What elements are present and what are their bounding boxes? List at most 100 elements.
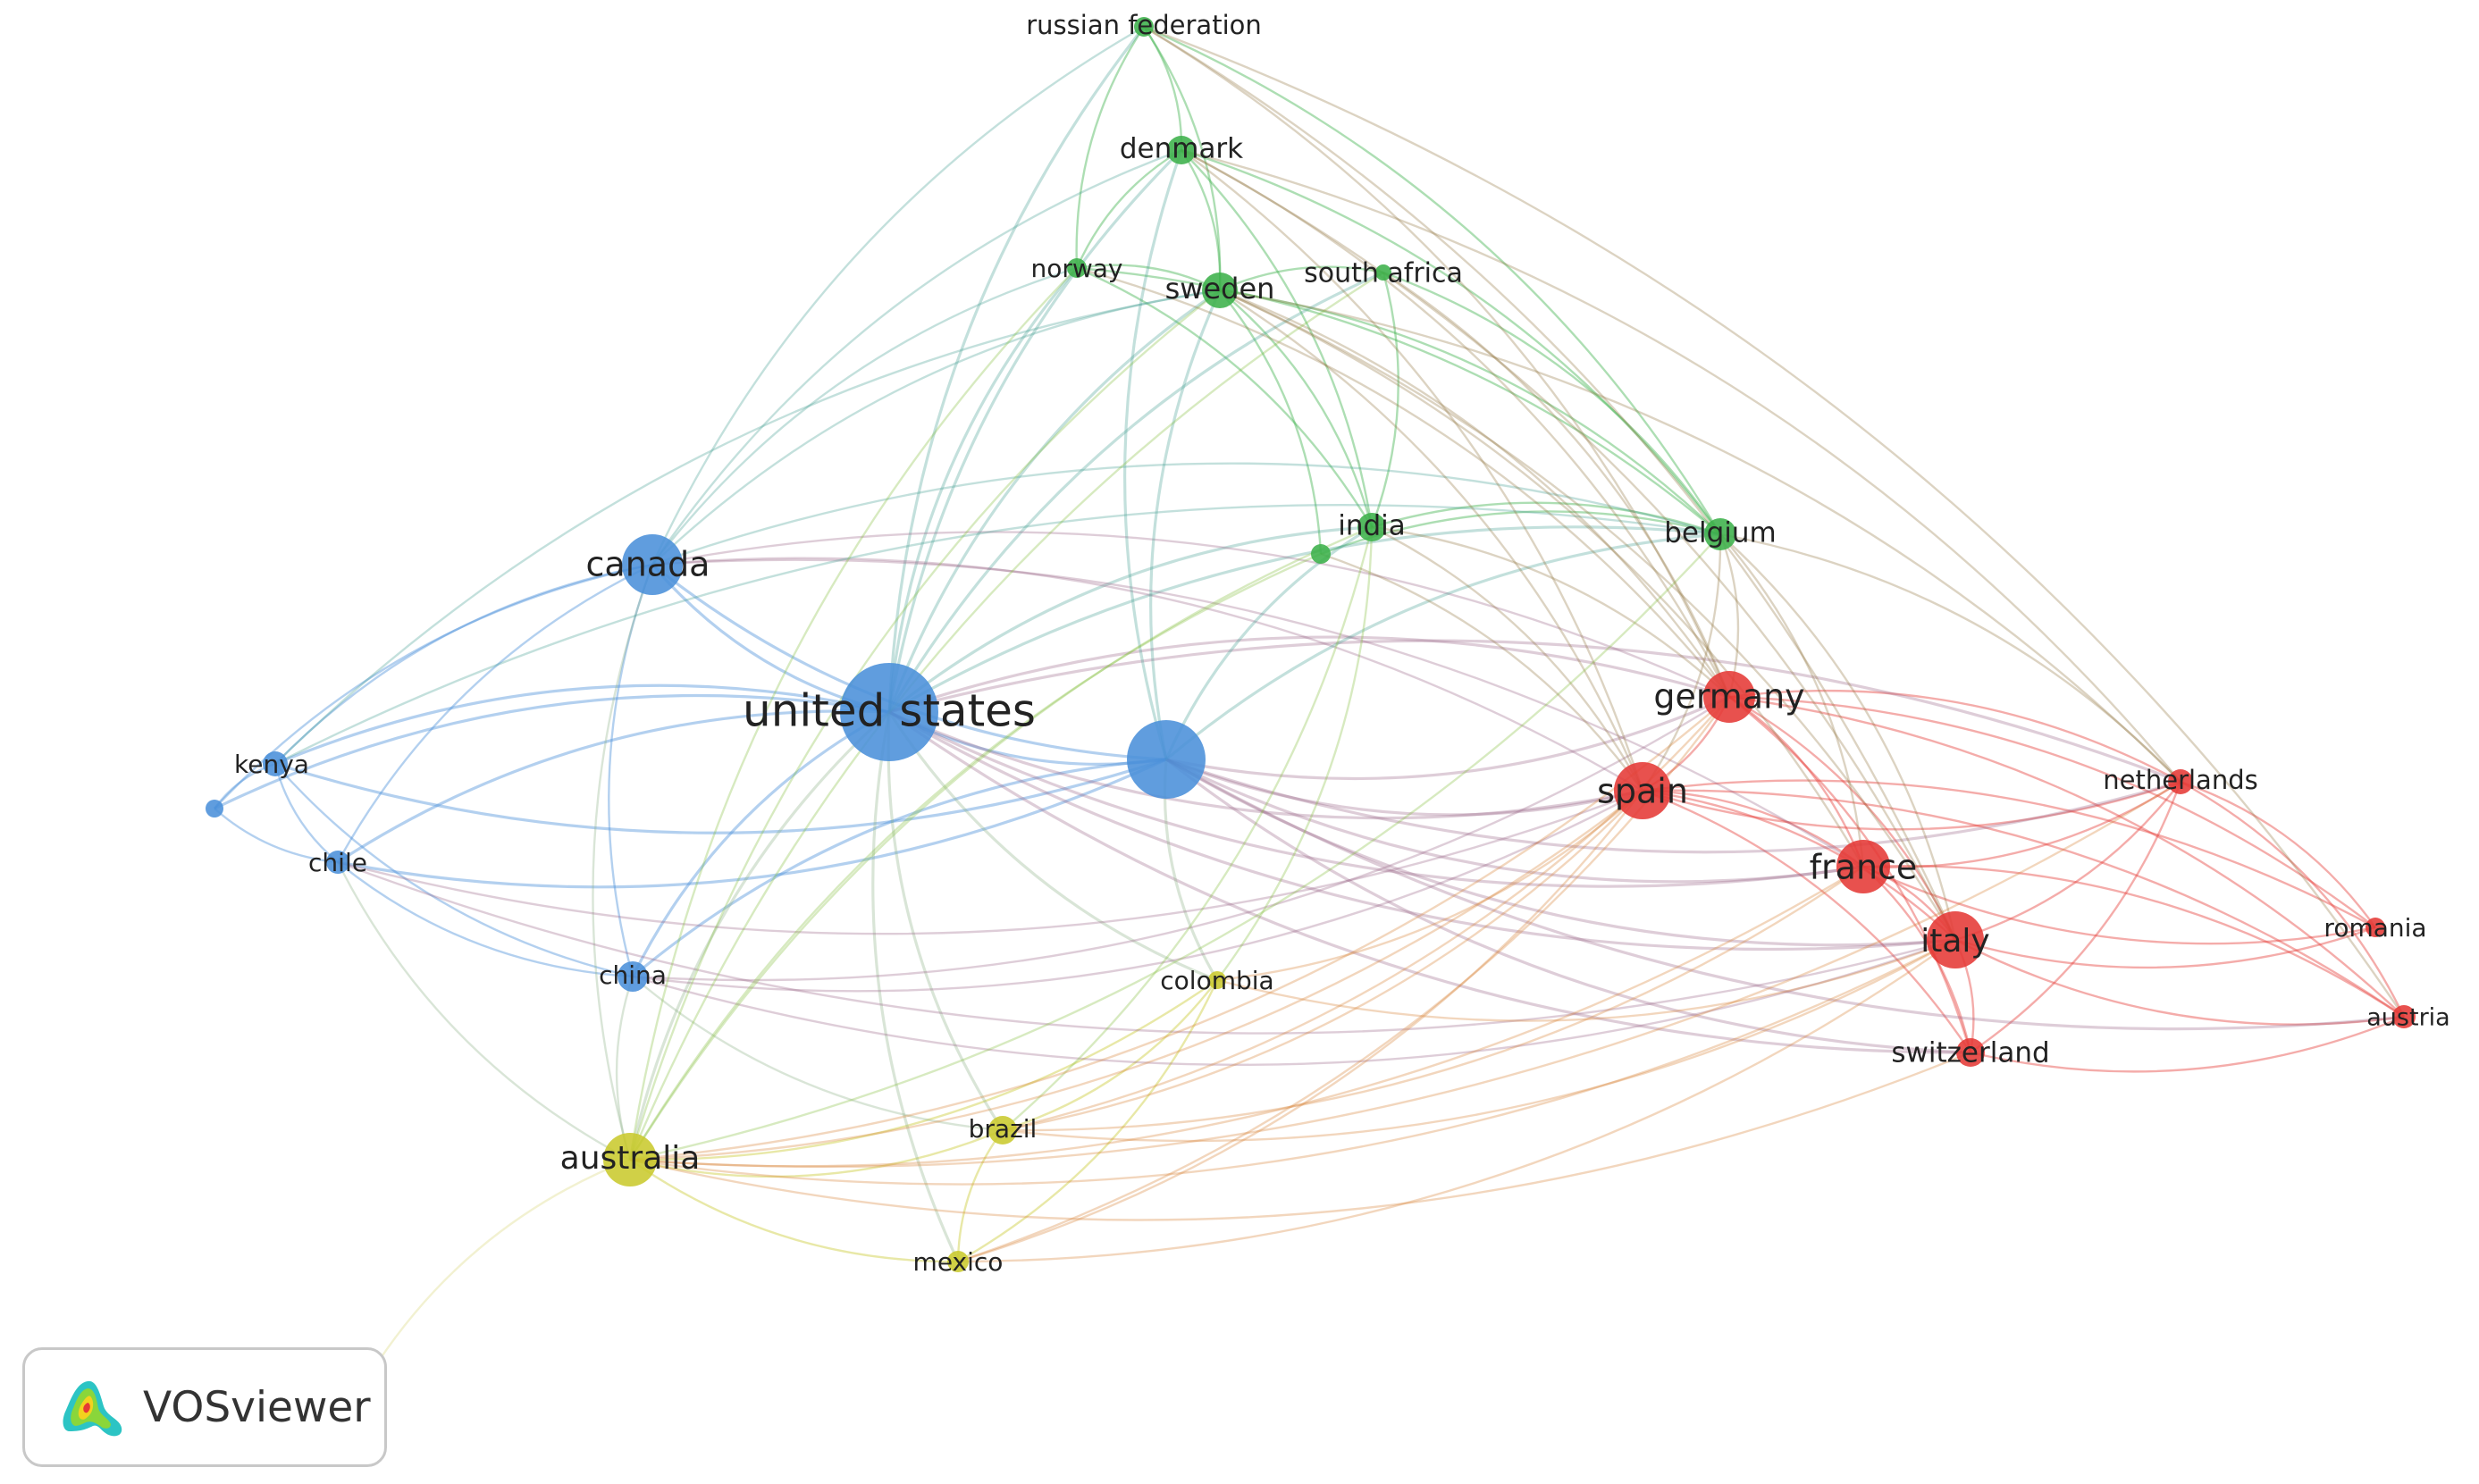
link-bluebig-spain xyxy=(1165,758,1643,817)
node-italy[interactable] xyxy=(1927,911,1984,968)
link-italy-brazil xyxy=(1002,938,1956,1143)
node-russia[interactable] xyxy=(1134,17,1154,37)
link-switzerland-spain xyxy=(1642,789,1971,1053)
link-bluebig-germany xyxy=(1165,695,1730,781)
node-bluebig[interactable] xyxy=(1127,720,1206,799)
link-brazil-mexico xyxy=(956,1129,1004,1262)
node-spain[interactable] xyxy=(1614,762,1671,819)
link-india-australia xyxy=(628,525,1373,1161)
link-germany-france xyxy=(1728,696,1865,868)
node-netherlands[interactable] xyxy=(2168,769,2193,794)
node-mexico[interactable] xyxy=(947,1251,969,1272)
link-us-india xyxy=(887,525,1373,714)
link-italy-colombia xyxy=(1216,938,1956,1022)
node-label-southafrica: south africa xyxy=(1304,258,1463,289)
link-norway-india xyxy=(1076,266,1374,528)
node-label-colombia: colombia xyxy=(1160,966,1273,995)
link-southafrica-germany xyxy=(1382,271,1731,698)
node-sweden[interactable] xyxy=(1202,272,1238,308)
link-spain-romania xyxy=(1642,779,2376,929)
node-france[interactable] xyxy=(1836,840,1890,893)
node-label-spain: spain xyxy=(1597,772,1688,811)
link-mexico-colombia xyxy=(957,979,1219,1263)
link-canada-norway xyxy=(651,266,1078,566)
link-kenya-chile xyxy=(273,763,339,863)
link-us-italy xyxy=(888,710,1956,952)
link-us-brazil xyxy=(887,711,1004,1131)
link-canada-denmark xyxy=(651,148,1182,566)
link-australia-brazil xyxy=(629,1128,1004,1178)
node-label-netherlands: netherlands xyxy=(2103,765,2257,795)
node-label-australia: australia xyxy=(560,1140,701,1177)
link-belgium-france xyxy=(1719,533,1865,868)
link-canada-russia xyxy=(651,25,1145,566)
node-denmark[interactable] xyxy=(1167,136,1196,164)
link-kenya-china xyxy=(274,763,634,978)
link-france-netherlands xyxy=(1862,780,2181,868)
link-netherlands-romania xyxy=(2180,780,2376,928)
node-norway[interactable] xyxy=(1067,258,1087,278)
node-us[interactable] xyxy=(840,663,938,761)
link-china-italy xyxy=(632,938,1956,1066)
link-chile-italy xyxy=(337,860,1956,1035)
node-chile[interactable] xyxy=(326,851,349,874)
link-russia-belgium xyxy=(1143,25,1722,535)
link-sweden-netherlands xyxy=(1219,289,2181,783)
link-france-romania xyxy=(1862,865,2376,945)
link-layer xyxy=(214,25,2406,1370)
link-india-spain xyxy=(1371,525,1644,792)
link-greensmall-spain xyxy=(1320,552,1643,792)
node-label-russia: russian federation xyxy=(1026,10,1262,40)
node-china[interactable] xyxy=(618,961,648,992)
link-us-sweden xyxy=(887,289,1221,713)
link-bluebig-netherlands xyxy=(1165,758,2181,854)
link-bluebig-switzerland xyxy=(1165,758,1971,1054)
node-kenya[interactable] xyxy=(263,751,288,776)
link-belgium-spain xyxy=(1642,533,1722,792)
node-label-italy: italy xyxy=(1920,923,1989,960)
link-us-australia xyxy=(628,710,891,1161)
node-switzerland[interactable] xyxy=(1956,1038,1985,1067)
node-colombia[interactable] xyxy=(1208,971,1226,989)
link-italy-romania xyxy=(1954,926,2376,969)
node-label-us: united states xyxy=(743,685,1036,737)
node-label-switzerland: switzerland xyxy=(1891,1037,2049,1069)
link-canada-spain xyxy=(651,557,1643,792)
link-brazil-colombia xyxy=(1002,979,1218,1132)
link-india-brazil xyxy=(1002,526,1374,1131)
link-us-denmark xyxy=(887,148,1183,713)
link-india-belgium xyxy=(1371,501,1721,536)
node-label-mexico: mexico xyxy=(913,1247,1004,1277)
node-romania[interactable] xyxy=(2366,918,2385,937)
link-bluebig-denmark xyxy=(1123,149,1183,760)
link-us-belgium xyxy=(888,525,1721,714)
node-label-canada: canada xyxy=(586,545,710,584)
node-germany[interactable] xyxy=(1703,671,1755,723)
link-spain-colombia xyxy=(1216,790,1643,982)
node-label-france: france xyxy=(1810,848,1918,887)
node-southafrica[interactable] xyxy=(1375,264,1391,281)
link-germany-italy xyxy=(1728,695,1957,941)
node-greensmall[interactable] xyxy=(1311,544,1331,564)
link-russia-germany xyxy=(1143,25,1731,698)
node-canada[interactable] xyxy=(622,534,683,595)
link-us-russia xyxy=(887,26,1146,713)
node-australia[interactable] xyxy=(603,1133,657,1186)
node-belgium[interactable] xyxy=(1704,518,1736,550)
link-sweden-spain xyxy=(1219,289,1644,792)
link-france-australia xyxy=(629,865,1864,1168)
node-austria[interactable] xyxy=(2392,1005,2416,1028)
node-india[interactable] xyxy=(1357,513,1386,541)
link-bluebig-austria xyxy=(1165,758,2405,1031)
vosviewer-logo-icon xyxy=(63,1380,122,1437)
link-spain-france xyxy=(1642,789,1864,868)
link-germany-austria xyxy=(1728,695,2405,1018)
link-india-colombia xyxy=(1216,526,1374,981)
node-brazil[interactable] xyxy=(988,1116,1017,1144)
link-greensmall-sweden xyxy=(1219,289,1323,555)
link-denmark-norway xyxy=(1075,148,1182,269)
link-bluebig-italy xyxy=(1165,758,1956,947)
link-denmark-italy xyxy=(1181,148,1957,941)
link-bluebig-belgium xyxy=(1164,532,1721,761)
node-bluesmall[interactable] xyxy=(206,800,223,817)
